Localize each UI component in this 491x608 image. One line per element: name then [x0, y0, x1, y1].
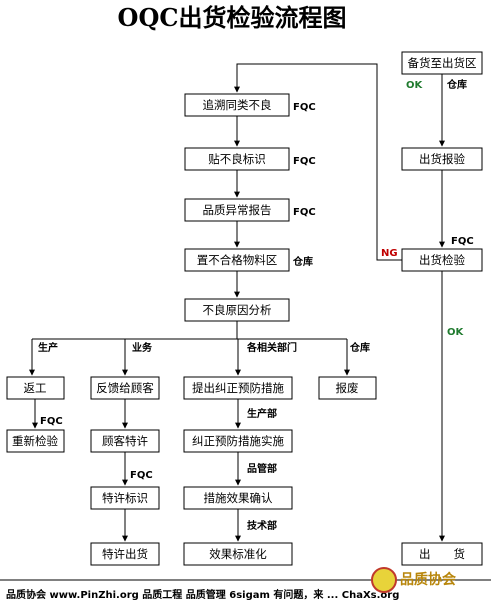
node-scrap: 报废	[318, 376, 377, 400]
node-standardize: 效果标准化	[183, 542, 293, 566]
node-tag: 贴不良标识	[184, 147, 290, 171]
node-recheck-label: 重新检验	[12, 434, 58, 448]
branch-warehouse-label: 仓库	[349, 341, 370, 354]
node-implement-label: 纠正预防措施实施	[192, 434, 284, 448]
page-title: OQC出货检验流程图	[118, 3, 347, 32]
stock-ok-label: OK	[406, 80, 424, 91]
node-confirm: 措施效果确认	[183, 486, 293, 510]
node-special-tag-label: 特许标识	[102, 491, 148, 505]
node-rework: 返工	[6, 376, 65, 400]
concession-owner-label: FQC	[130, 470, 153, 481]
node-rework-label: 返工	[24, 381, 47, 395]
node-confirm-label: 措施效果确认	[204, 491, 273, 505]
node-stock-label: 备货至出货区	[408, 56, 477, 70]
inspect-ng-label: NG	[381, 248, 398, 259]
node-tag-label: 贴不良标识	[208, 152, 266, 166]
propose-owner-label: 生产部	[247, 407, 277, 420]
node-standardize-label: 效果标准化	[209, 547, 267, 561]
node-recheck: 重新检验	[6, 429, 65, 453]
logo-icon	[371, 567, 397, 593]
connectors	[29, 63, 445, 542]
node-concession-label: 顾客特许	[102, 434, 148, 448]
stock-owner-label: 仓库	[446, 78, 467, 91]
node-apply: 出货报验	[401, 147, 483, 171]
node-trace: 追溯同类不良	[184, 93, 290, 117]
footer-text: 品质协会 www.PinZhi.org 品质工程 品质管理 6sigam 有问题…	[6, 588, 399, 601]
node-scrap-label: 报废	[336, 381, 359, 395]
node-inspect: 出货检验	[401, 248, 483, 272]
node-feedback: 反馈给顾客	[90, 376, 160, 400]
node-trace-label: 追溯同类不良	[203, 98, 272, 112]
ng-loop-connector	[234, 63, 402, 261]
footer-logo: 品质协会	[371, 567, 457, 593]
tag-owner-label: FQC	[293, 156, 316, 167]
logo-text: 品质协会	[400, 571, 457, 588]
node-place: 置不合格物料区	[184, 248, 290, 272]
inspect-ok-label: OK	[447, 327, 465, 338]
node-report-label: 品质异常报告	[203, 203, 272, 217]
node-analyze: 不良原因分析	[184, 298, 290, 322]
node-ship-label: 出 货	[419, 547, 465, 561]
node-analyze-label: 不良原因分析	[203, 303, 272, 317]
node-concession: 顾客特许	[90, 429, 160, 453]
node-propose-label: 提出纠正预防措施	[192, 381, 284, 395]
node-inspect-label: 出货检验	[419, 253, 465, 267]
implement-owner-label: 品管部	[247, 462, 277, 475]
node-propose: 提出纠正预防措施	[183, 376, 293, 400]
node-implement: 纠正预防措施实施	[183, 429, 293, 453]
report-owner-label: FQC	[293, 207, 316, 218]
node-special-tag: 特许标识	[90, 486, 160, 510]
trace-owner-label: FQC	[293, 102, 316, 113]
rework-owner-label: FQC	[40, 416, 63, 427]
branch-production-label: 生产	[38, 341, 58, 354]
node-report: 品质异常报告	[184, 198, 290, 222]
node-ship: 出 货	[401, 542, 483, 566]
node-feedback-label: 反馈给顾客	[96, 381, 154, 395]
apply-owner-label: FQC	[451, 236, 474, 247]
node-special-ship: 特许出货	[90, 542, 160, 566]
branch-sales-label: 业务	[132, 341, 153, 354]
node-apply-label: 出货报验	[419, 152, 465, 166]
place-owner-label: 仓库	[292, 255, 313, 268]
node-stock: 备货至出货区	[401, 51, 483, 75]
node-place-label: 置不合格物料区	[197, 253, 278, 267]
confirm-owner-label: 技术部	[247, 519, 277, 532]
branch-depts-label: 各相关部门	[246, 341, 297, 354]
node-special-ship-label: 特许出货	[102, 547, 148, 561]
